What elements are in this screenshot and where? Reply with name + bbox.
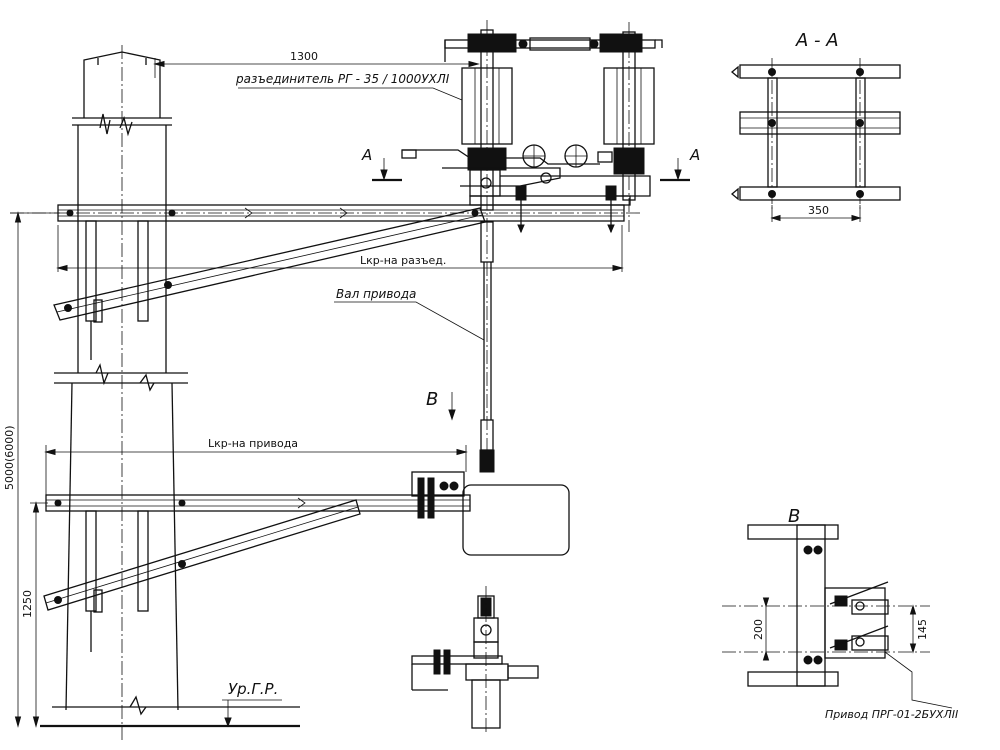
dim-145-label: 145	[916, 619, 929, 640]
section-mark-a-left: A	[361, 146, 372, 164]
drive-shaft	[334, 221, 495, 473]
dim-1300-label: 1300	[290, 50, 318, 63]
dim-350-label: 350	[808, 204, 829, 217]
ground-level-mark	[222, 699, 282, 728]
view-b	[722, 524, 953, 709]
drive-type-label: Привод ПРГ-01-2БУХЛII	[825, 708, 958, 721]
dimension-1300	[153, 58, 480, 78]
vertical-dimensions	[10, 211, 60, 728]
dim-1250-label: 1250	[21, 590, 34, 618]
upper-crossarm	[10, 204, 640, 360]
drive-shaft-label: Вал привода	[336, 287, 416, 301]
disconnector	[372, 20, 690, 460]
lkr-disconnector-label: Lкр-на разъед.	[360, 254, 446, 267]
ground-level-label: Ур.Г.Р.	[228, 680, 278, 698]
section-a-a	[730, 58, 901, 222]
pole	[40, 45, 300, 740]
section-mark-a-right: A	[689, 146, 700, 164]
view-b-title: B	[788, 506, 800, 527]
dim-200-label: 200	[752, 619, 765, 640]
detail-drive-coupling	[411, 586, 539, 735]
view-b-arrow-label: B	[426, 389, 438, 410]
lower-crossarm	[43, 445, 570, 652]
section-a-a-title: A - A	[795, 30, 839, 51]
disconnector-label: разъединитель РГ - 35 / 1000УХЛI	[235, 72, 450, 86]
lkr-drive-label: Lкр-на привода	[208, 437, 298, 450]
dim-5000-6000-label: 5000(6000)	[3, 425, 16, 490]
